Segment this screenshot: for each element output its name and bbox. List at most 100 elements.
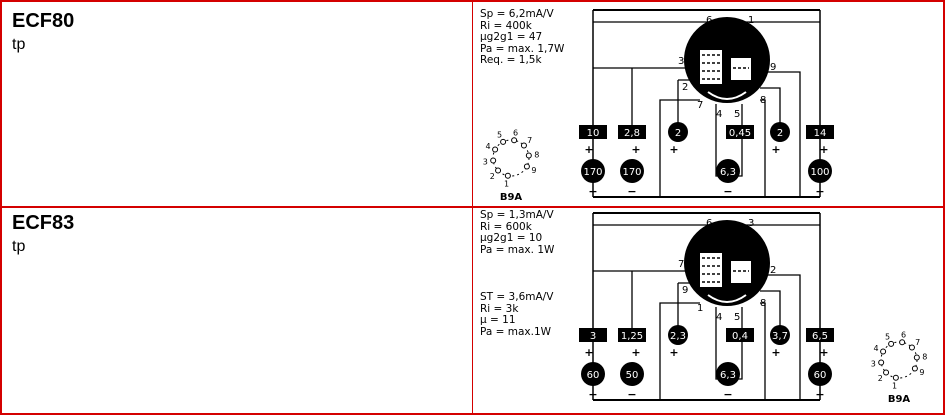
polarity-sign: + [819, 143, 828, 156]
socket-pin [504, 172, 511, 179]
socket-pin-label: 8 [534, 150, 539, 159]
polarity-sign: + [669, 346, 678, 359]
wire [760, 274, 801, 400]
voltage-box [806, 328, 834, 342]
current-circle [808, 159, 832, 183]
pentode-electrodes [700, 50, 722, 84]
socket-pin [899, 339, 906, 346]
tube-pin-label: 7 [697, 100, 703, 111]
current-circle [620, 159, 644, 183]
current-circle [716, 362, 740, 386]
polarity-sign: + [584, 346, 593, 359]
socket-pin [883, 369, 890, 376]
params-ecf83: Sp = 1,3mA/V Ri = 600k µg2g1 = 10 Pa = m… [480, 209, 554, 256]
tube-pin-label: 7 [678, 259, 684, 270]
current-value: 100 [810, 167, 829, 178]
socket-pin [892, 374, 899, 381]
current-circle [620, 362, 644, 386]
socket-pin [523, 163, 530, 170]
current-circle [716, 159, 740, 183]
tube-pin-label: 2 [682, 82, 688, 93]
socket-pin [511, 137, 518, 144]
socket-pin-label: 5 [885, 333, 890, 342]
voltage-value: 2 [675, 128, 681, 139]
params-ecf80: Sp = 6,2mA/V Ri = 400k µg2g1 = 47 Pa = m… [480, 8, 565, 67]
tube-pin-label: 1 [697, 303, 703, 314]
wire [659, 99, 700, 197]
socket-pin-label: 5 [497, 131, 502, 140]
param-line: Ri = 600k [480, 220, 532, 233]
tube-name-ecf83: ECF83 [12, 212, 75, 234]
voltage-dot [770, 122, 790, 142]
socket-pin-label: 6 [513, 128, 518, 137]
socket-pin [913, 354, 920, 361]
param-line: Ri = 3k [480, 302, 519, 315]
tube-envelope [684, 220, 770, 306]
tube-pin-label: 2 [770, 265, 776, 276]
socket-pin-label: 4 [485, 142, 490, 151]
param-line: ST = 3,6mA/V [480, 291, 554, 303]
voltage-value: 2,8 [624, 128, 640, 139]
socket-pin [888, 340, 895, 347]
socket-pin [880, 348, 887, 355]
voltage-value: 10 [587, 128, 600, 139]
tube-type-ecf83: tp [12, 238, 26, 255]
polarity-sign: + [771, 346, 780, 359]
current-value: 170 [583, 167, 602, 178]
polarity-sign: − [588, 388, 597, 401]
tube-pin-label: 5 [734, 109, 740, 120]
tube-pin-label: 8 [760, 95, 766, 106]
current-value: 170 [622, 167, 641, 178]
socket-label: B9A [500, 192, 523, 203]
param-line: Pa = max. 1,7W [480, 42, 565, 55]
socket-pin [490, 157, 497, 164]
param-line: Req. = 1,5k [480, 54, 542, 66]
tube-type-ecf80: tp [12, 36, 26, 53]
current-circle [808, 362, 832, 386]
voltage-dot [668, 122, 688, 142]
params-ecf83-triode: ST = 3,6mA/V Ri = 3k µ = 11 Pa = max.1W [480, 291, 554, 338]
voltage-box [726, 328, 754, 342]
voltage-value: 1,25 [621, 331, 643, 342]
voltage-box [618, 328, 646, 342]
socket-pin [525, 152, 532, 159]
socket-pin [500, 138, 507, 145]
socket-pin [878, 359, 885, 366]
socket-pin-label: 3 [871, 360, 876, 369]
tube-pin-label: 4 [716, 109, 722, 120]
voltage-value: 0,45 [729, 128, 751, 139]
voltage-box [579, 328, 607, 342]
triode-electrodes [731, 58, 751, 80]
socket-pin-label: 9 [531, 166, 536, 175]
current-value: 50 [626, 370, 639, 381]
column-divider [472, 0, 473, 415]
wire [760, 99, 766, 197]
wire [760, 87, 781, 126]
polarity-sign: + [631, 143, 640, 156]
polarity-sign: − [723, 185, 732, 198]
polarity-sign: − [815, 388, 824, 401]
param-line: µg2g1 = 10 [480, 232, 543, 244]
tube-envelope [684, 17, 770, 103]
heater [707, 294, 747, 303]
socket-pin [495, 167, 502, 174]
polarity-sign: − [627, 185, 636, 198]
socket-pin-label: 2 [878, 374, 883, 383]
socket-pin-label: 3 [483, 158, 488, 167]
polarity-sign: − [627, 388, 636, 401]
current-circle [581, 159, 605, 183]
socket-pin [911, 365, 918, 372]
polarity-sign: + [631, 346, 640, 359]
voltage-box [806, 125, 834, 139]
current-value: 6,3 [720, 167, 736, 178]
tube-pin-label: 4 [716, 312, 722, 323]
wire [760, 290, 781, 329]
socket-pin [492, 146, 499, 153]
current-value: 60 [587, 370, 600, 381]
socket-pin [520, 142, 527, 149]
tube-pin-label: 5 [734, 312, 740, 323]
socket-pin-label: 1 [892, 382, 897, 391]
socket-label: B9A [888, 394, 911, 405]
tube-pin-label: 8 [760, 298, 766, 309]
polarity-sign: + [819, 346, 828, 359]
